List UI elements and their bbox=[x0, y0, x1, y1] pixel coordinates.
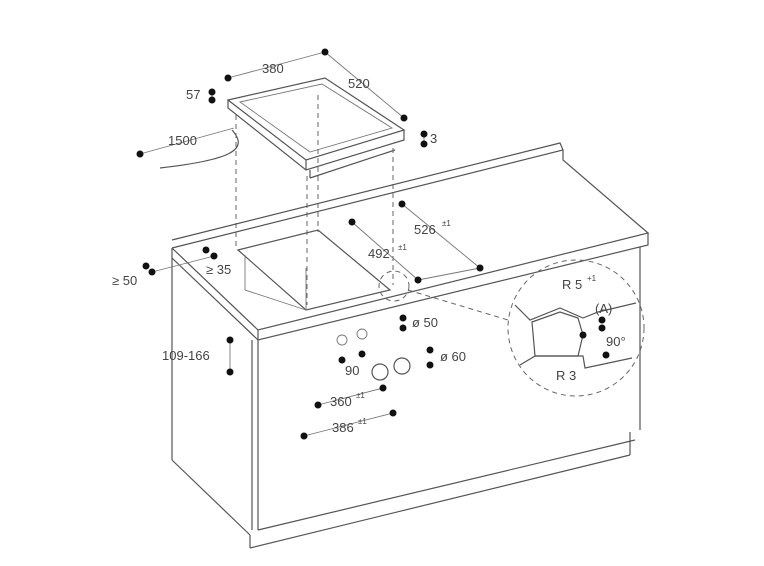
label-cutout-depth: 526 bbox=[414, 222, 436, 237]
detail-radius-top: R 5 bbox=[562, 277, 582, 292]
label-dist-360: 360 bbox=[330, 394, 352, 409]
label-dist-360-tol: ±1 bbox=[356, 391, 365, 400]
label-dist-386: 386 bbox=[332, 420, 354, 435]
detail-circle bbox=[507, 259, 645, 397]
cabinet bbox=[171, 247, 641, 549]
label-height: 57 bbox=[186, 87, 200, 102]
label-depth: 520 bbox=[348, 76, 370, 91]
label-height-range: 109-166 bbox=[162, 348, 210, 363]
projection-lines bbox=[235, 95, 394, 305]
countertop bbox=[171, 142, 650, 341]
label-cutout-width: 492 bbox=[368, 246, 390, 261]
detail-radius-bottom: R 3 bbox=[556, 368, 576, 383]
cable-holes bbox=[336, 328, 411, 381]
label-cutout-depth-tol: ±1 bbox=[442, 219, 451, 228]
label-thickness: 3 bbox=[430, 131, 437, 146]
detail-angle: 90° bbox=[606, 334, 626, 349]
dimension-dots bbox=[136, 48, 610, 440]
label-cable: 1500 bbox=[168, 133, 197, 148]
label-angle: 90 bbox=[345, 363, 359, 378]
label-hole-small: ø 50 bbox=[412, 315, 438, 330]
label-min-front: ≥ 50 bbox=[112, 273, 137, 288]
dimension-lines bbox=[139, 51, 481, 437]
detail-marker: (A) bbox=[595, 301, 612, 316]
label-cutout-width-tol: ±1 bbox=[398, 243, 407, 252]
label-width: 380 bbox=[262, 61, 284, 76]
label-min-side: ≥ 35 bbox=[206, 262, 231, 277]
cutout bbox=[236, 229, 392, 311]
detail-marker-circle bbox=[378, 270, 410, 302]
label-hole-large: ø 60 bbox=[440, 349, 466, 364]
label-dist-386-tol: ±1 bbox=[358, 417, 367, 426]
detail-radius-top-tol: +1 bbox=[587, 274, 597, 283]
